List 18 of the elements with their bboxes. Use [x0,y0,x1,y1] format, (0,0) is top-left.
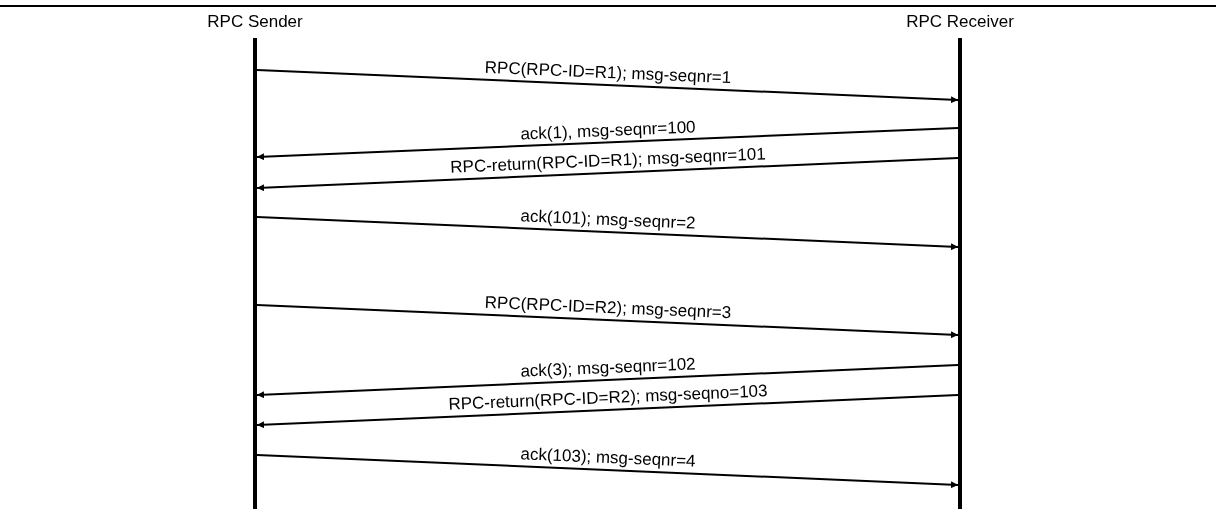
message-arrow [256,364,959,399]
message-arrow [256,157,959,192]
message-label: ack(3); msg-seqnr=102 [519,354,696,381]
message-label: ack(101); msg-seqnr=2 [519,206,696,233]
lifeline-label: RPC Sender [206,12,304,32]
message-label: ack(1), msg-seqnr=100 [519,116,696,144]
message-label: ack(103); msg-seqnr=4 [519,444,696,471]
message-label: RPC(RPC-ID=R2); msg-seqnr=3 [483,292,732,323]
message-label: RPC-return(RPC-ID=R2); msg-seqno=103 [447,381,768,414]
message-arrow [256,69,959,104]
message-arrow [256,304,959,339]
message-arrow [256,216,959,251]
message-label: RPC(RPC-ID=R1); msg-seqnr=1 [483,57,732,88]
message-arrow [256,394,959,429]
message-arrow [256,454,959,489]
lifeline-label: RPC Receiver [905,12,1015,32]
message-arrow [256,127,959,161]
message-label: RPC-return(RPC-ID=R1); msg-seqnr=101 [449,144,766,177]
